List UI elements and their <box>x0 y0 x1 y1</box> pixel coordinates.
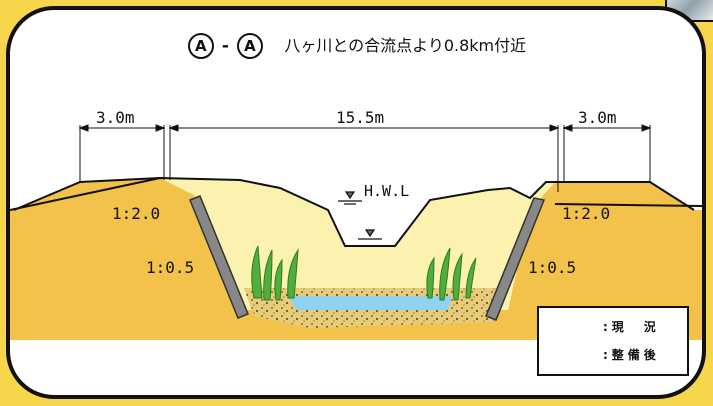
water-surface <box>288 296 452 310</box>
section-mark-start: A <box>187 33 214 59</box>
legend-existing-label: :現 況 <box>603 320 660 334</box>
existing-profile-line <box>13 176 695 247</box>
hwl-marker-icon <box>338 191 362 205</box>
hwl-label: H.W.L <box>364 182 410 200</box>
cross-section-panel: A-A 八ヶ川との合流点より0.8km付近 <box>6 6 706 399</box>
legend-row-existing: :現 況 <box>549 314 679 340</box>
slope-lower-right: 1:0.5 <box>528 258 577 277</box>
slope-upper-right: 1:2.0 <box>562 204 611 223</box>
right-revetment-wall <box>485 197 546 321</box>
section-title: A-A 八ヶ川との合流点より0.8km付近 <box>10 32 702 59</box>
normal-water-marker-icon <box>358 229 382 240</box>
dim-channel-width: 15.5m <box>336 108 385 127</box>
section-location: 八ヶ川との合流点より0.8km付近 <box>284 36 527 55</box>
legend-box: :現 況 :整備後 <box>537 306 689 376</box>
vegetation-right <box>426 247 477 301</box>
slope-lower-left: 1:0.5 <box>146 258 195 277</box>
improved-profile-line <box>10 177 702 211</box>
slope-upper-left: 1:2.0 <box>112 204 161 223</box>
vegetation-left <box>251 245 299 301</box>
river-cross-section <box>10 124 702 365</box>
section-dash: - <box>221 36 229 56</box>
left-revetment-wall <box>189 195 249 319</box>
legend-row-after: :整備後 <box>549 342 679 368</box>
dim-right-berm: 3.0m <box>578 108 617 127</box>
dim-left-berm: 3.0m <box>96 108 135 127</box>
legend-after-label: :整備後 <box>603 348 660 362</box>
section-mark-end: A <box>236 33 263 59</box>
dimension-lines <box>78 124 652 192</box>
